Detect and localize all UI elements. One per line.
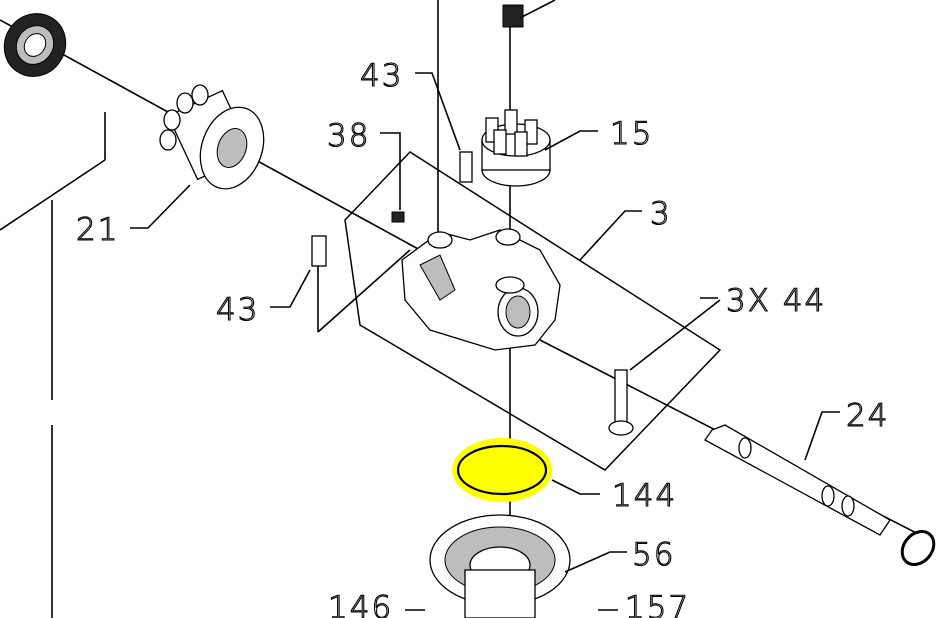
callout-43-top: 43 (360, 58, 403, 94)
callout-146: 146 (328, 590, 393, 618)
cylinder-barrel-part (159, 84, 265, 190)
callout-24: 24 (846, 398, 889, 434)
dowel-pin-left (311, 235, 327, 267)
cap-part (429, 514, 571, 618)
callout-3x44: 3X 44 (726, 283, 826, 319)
spring-part (502, 0, 556, 28)
shaft-part (704, 424, 891, 536)
seal-part (3, 13, 67, 77)
callout-3: 3 (650, 196, 672, 232)
housing-part (401, 228, 561, 351)
callout-15: 15 (610, 116, 653, 152)
callout-21: 21 (76, 212, 119, 248)
callout-56: 56 (632, 537, 675, 573)
o-ring-highlight (452, 438, 552, 502)
washer-part (900, 530, 936, 566)
o-ring-part (456, 444, 548, 496)
key-part (391, 211, 405, 223)
base-plate-outline (344, 151, 722, 471)
leader-lines (130, 72, 840, 611)
dowel-pin-top (459, 151, 473, 183)
callout-38: 38 (327, 118, 370, 154)
callout-43-left: 43 (216, 292, 259, 328)
callout-157: 157 (625, 590, 690, 618)
callout-144: 144 (612, 478, 677, 514)
piston-block-part (481, 109, 551, 187)
bolt-part (608, 299, 721, 436)
